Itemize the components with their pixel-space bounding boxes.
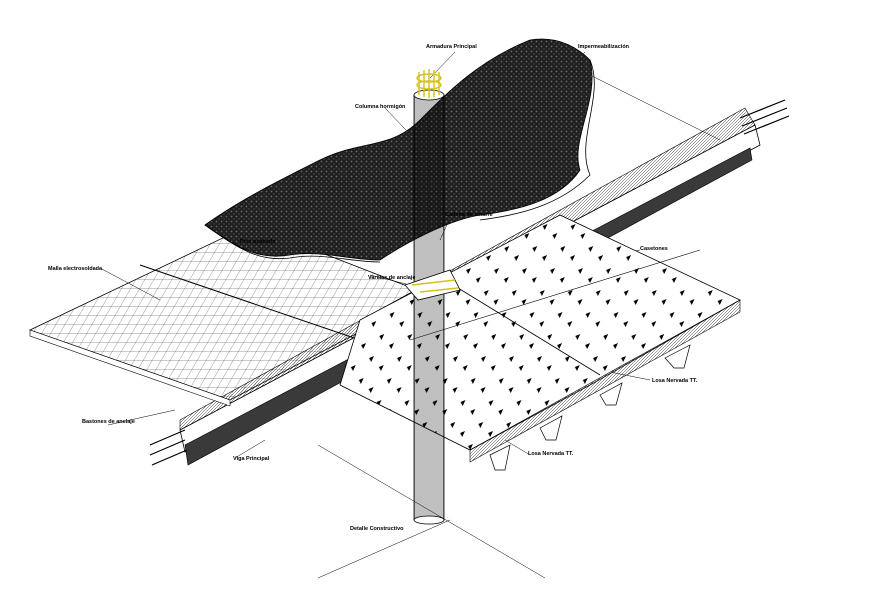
waterproof-membrane — [204, 38, 595, 263]
label-cadena: Cadena de amarre — [445, 212, 493, 218]
label-detalle: Detalle Constructivo — [350, 526, 404, 532]
label-varillas: Varillas de anclaje — [368, 275, 415, 281]
label-columna: Columna hormigón — [355, 104, 406, 110]
label-viga: Viga Principal — [233, 456, 270, 462]
label-armadura: Armadura Principal — [426, 44, 477, 50]
label-casetones: Casetones — [640, 246, 668, 252]
label-malla: Malla electrosoldada — [48, 266, 103, 272]
labels: Armadura Principal Impermeabilización Co… — [48, 44, 698, 532]
waffle-slab — [339, 214, 741, 471]
label-losa-1: Losa Nervada TT. — [652, 378, 698, 384]
welded-mesh-slab — [28, 224, 431, 407]
label-impermeabilizacion: Impermeabilización — [578, 44, 630, 50]
label-bastones: Bastones de anclaje — [82, 419, 135, 425]
column — [404, 89, 461, 525]
rebar-cage — [411, 69, 459, 293]
label-piso-acabado: Piso acabado — [240, 239, 276, 245]
label-losa-2: Losa Nervada TT. — [528, 451, 574, 457]
